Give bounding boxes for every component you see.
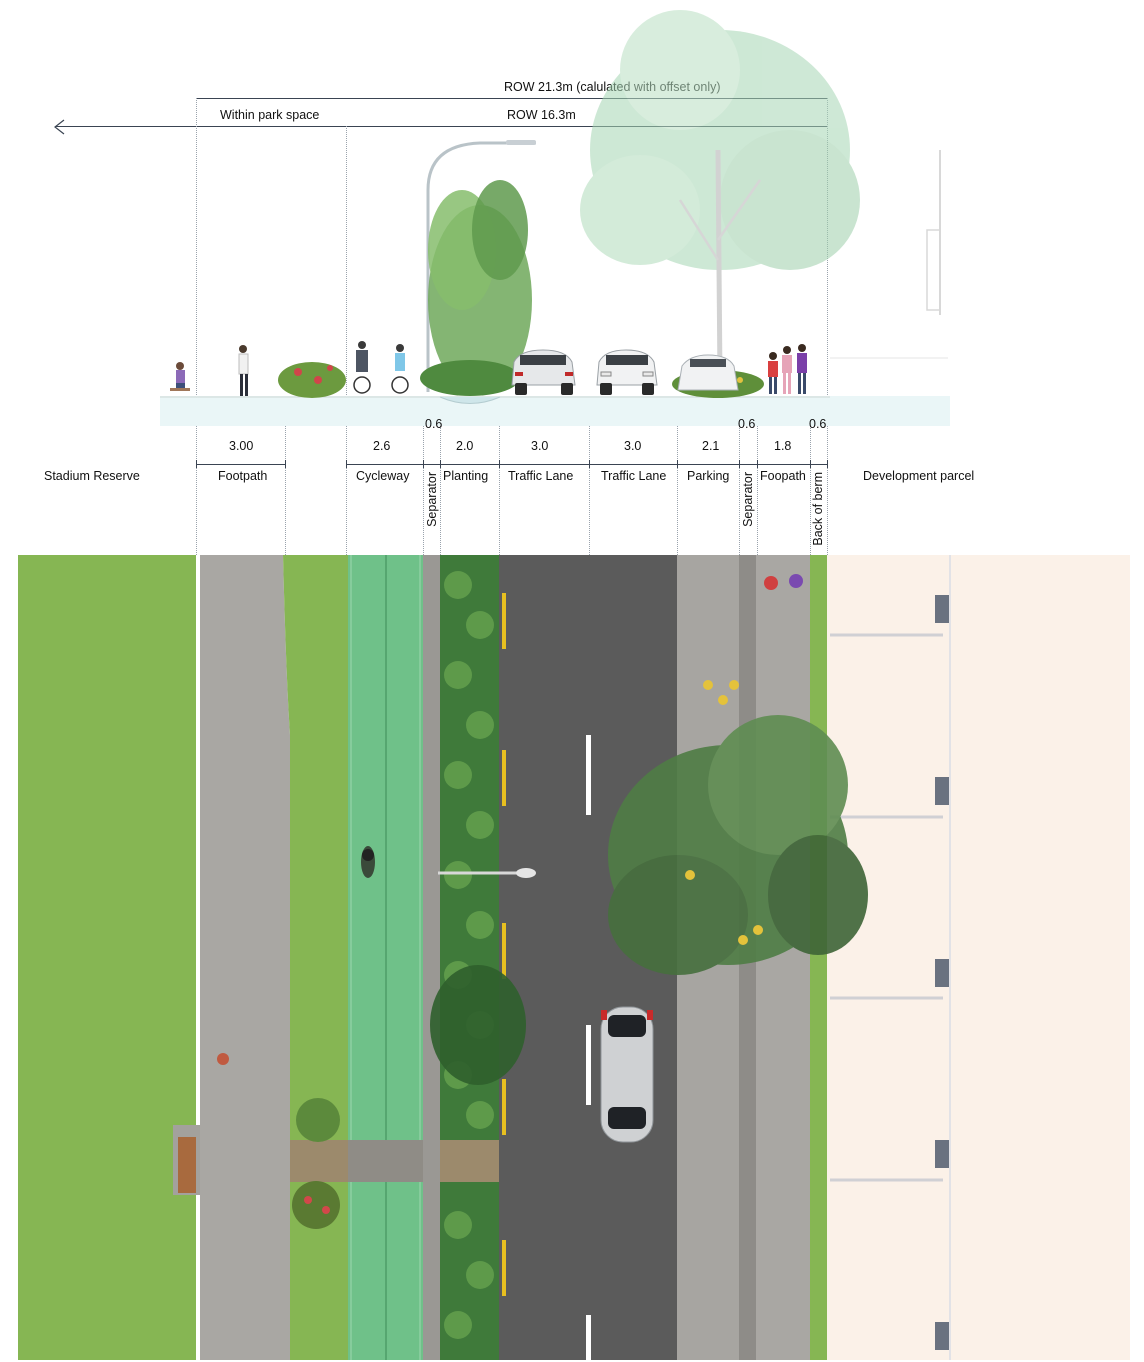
guide-line [423, 396, 424, 555]
tick [589, 460, 590, 468]
tick [440, 460, 441, 468]
guide-line [757, 396, 758, 555]
guide-line [346, 126, 347, 555]
plan-view [18, 555, 1130, 1360]
width-back-of-berm: 0.6 [809, 417, 827, 431]
tick [677, 460, 678, 468]
tick [423, 460, 424, 468]
plan-drawing [18, 555, 1130, 1360]
zone-traffic-lane-1-label: Traffic Lane [508, 469, 574, 483]
width-cycleway: 2.6 [373, 439, 391, 453]
zones-dimension-line [346, 464, 827, 465]
guide-line [196, 98, 197, 555]
guide-line [827, 98, 828, 555]
width-traffic-lane-2: 3.0 [624, 439, 642, 453]
zone-planting-label: Planting [443, 469, 489, 483]
row-dimension-line [347, 126, 827, 127]
park-dimension-line [56, 126, 346, 127]
zone-back-of-berm-label: Back of berm [811, 472, 825, 546]
zone-traffic-lane-2-label: Traffic Lane [601, 469, 667, 483]
stadium-reserve-label: Stadium Reserve [44, 469, 140, 483]
section-scenery [160, 10, 950, 426]
width-planting: 2.0 [456, 439, 474, 453]
park-space-label: Within park space [220, 108, 320, 122]
guide-line [440, 396, 441, 555]
tick [739, 460, 740, 468]
guide-line [285, 396, 286, 555]
width-foopath: 1.8 [774, 439, 792, 453]
guide-line [499, 396, 500, 555]
width-separator-left: 0.6 [425, 417, 443, 431]
left-arrow-icon [54, 119, 65, 135]
row-total-dimension-line [197, 98, 827, 99]
zones-dimension-line [196, 464, 285, 465]
zone-foopath-label: Foopath [760, 469, 806, 483]
guide-line [589, 396, 590, 555]
tick [346, 460, 347, 468]
width-traffic-lane-1: 3.0 [531, 439, 549, 453]
guide-line [677, 396, 678, 555]
width-separator-right: 0.6 [738, 417, 756, 431]
guide-line [739, 396, 740, 555]
width-parking: 2.1 [702, 439, 720, 453]
row-label: ROW 16.3m [507, 108, 576, 122]
zone-separator-left-label: Separator [425, 472, 439, 527]
tick [810, 460, 811, 468]
tick [757, 460, 758, 468]
zone-cycleway-label: Cycleway [356, 469, 410, 483]
tick [827, 460, 828, 468]
zone-footpath-label: Footpath [218, 469, 268, 483]
width-footpath: 3.00 [229, 439, 254, 453]
tick [499, 460, 500, 468]
development-parcel-label: Development parcel [863, 469, 975, 483]
tick [196, 460, 197, 468]
tick [285, 460, 286, 468]
zone-parking-label: Parking [687, 469, 730, 483]
guide-line [810, 396, 811, 555]
zone-separator-right-label: Separator [741, 472, 755, 527]
